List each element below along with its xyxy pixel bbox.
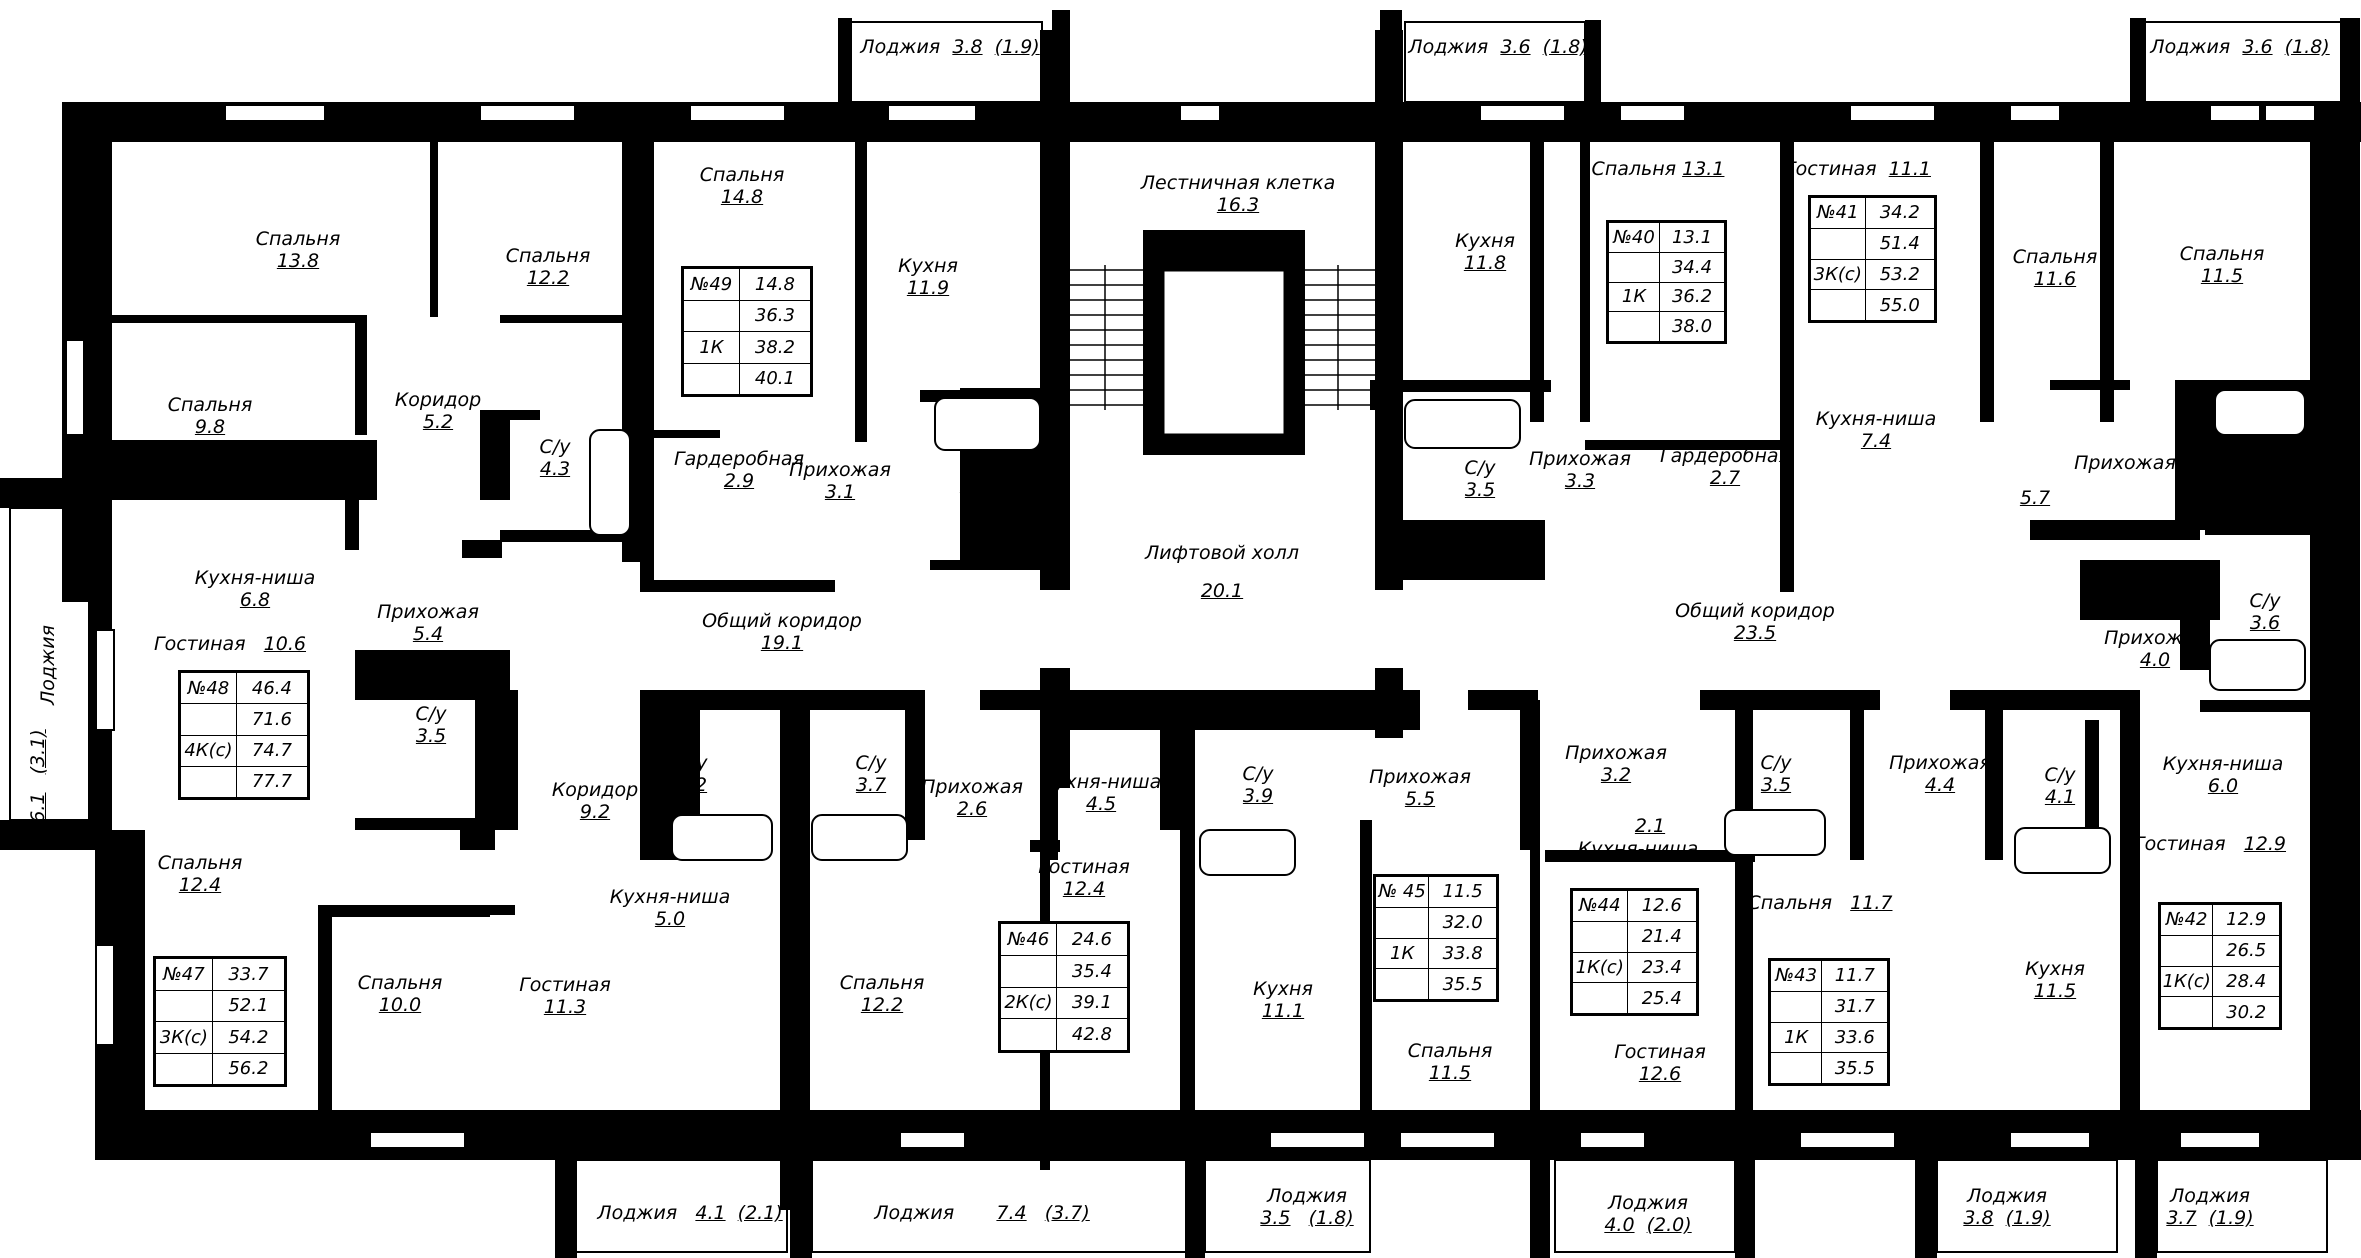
room-label: Гостиная 12.9 [2133, 833, 2287, 855]
loggia-label: Лоджия 3.6 (1.8) [1408, 36, 1588, 58]
loggia-label: Лоджия 3.6 (1.8) [2150, 36, 2330, 58]
room-label: Спальня 11.7 [1747, 892, 1893, 914]
room-label: Спальня 13.1 [1591, 158, 1725, 180]
loggia-label: Лоджия 3.8 (1.9) [860, 36, 1040, 58]
room-area: 5.7 [2019, 487, 2051, 509]
room-label: Гостиная 10.6 [153, 633, 307, 655]
loggias [9, 21, 2344, 1253]
room-label: Гостиная 11.1 [1785, 158, 1931, 180]
room-label: Прихожая [2074, 452, 2176, 474]
bathtubs [589, 389, 2306, 876]
loggia-label: Лоджия 7.4 (3.7) [874, 1202, 1090, 1224]
loggia-label: Лоджия [37, 625, 59, 705]
loggia-label: Лоджия 4.1 (2.1) [597, 1202, 783, 1224]
room-area: 2.1 [1634, 815, 1666, 837]
loggia-label: 6.1 (3.1) [27, 729, 49, 823]
room-label: Кухня-ниша [1577, 838, 1699, 860]
windows [65, 104, 2316, 1149]
staircase [1070, 265, 1375, 437]
